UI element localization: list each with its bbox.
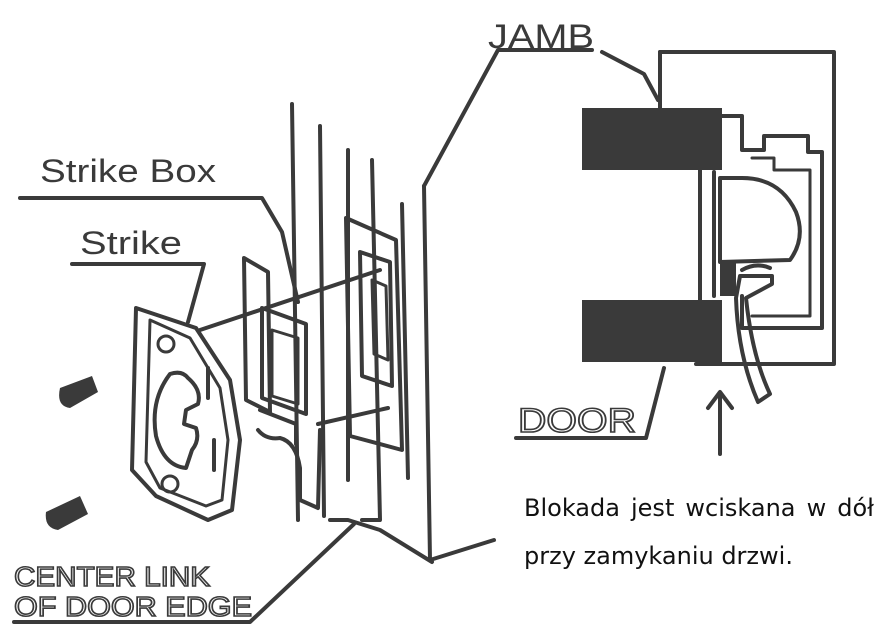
door-leader: [514, 366, 666, 440]
strike-plate: [130, 306, 242, 522]
leader-lines: [12, 196, 356, 624]
door-edge: [198, 48, 594, 564]
label-center-link-line2: OF DOOR EDGE: [14, 591, 252, 622]
cross-section: [514, 50, 836, 456]
label-strike-box: Strike Box: [40, 153, 216, 189]
door-block-upper: [582, 108, 722, 170]
jamb-leader: [600, 50, 660, 102]
center-link-leader: [12, 522, 356, 624]
screw-lower: [45, 496, 88, 530]
up-arrow: [706, 390, 734, 456]
latch-dark-wedge: [720, 262, 736, 296]
label-jamb: JAMB: [488, 18, 594, 56]
label-strike: Strike: [80, 225, 182, 261]
strike-box-leader: [18, 196, 300, 304]
label-door: DOOR: [518, 402, 636, 440]
door-block-lower: [582, 300, 722, 362]
screw-upper: [59, 376, 98, 408]
label-center-link-line1: CENTER LINK: [14, 561, 210, 592]
caption-text: Blokada jest wciskana w dół przy zamykan…: [524, 494, 874, 570]
strike-leader: [70, 262, 206, 324]
screws: [45, 376, 98, 530]
